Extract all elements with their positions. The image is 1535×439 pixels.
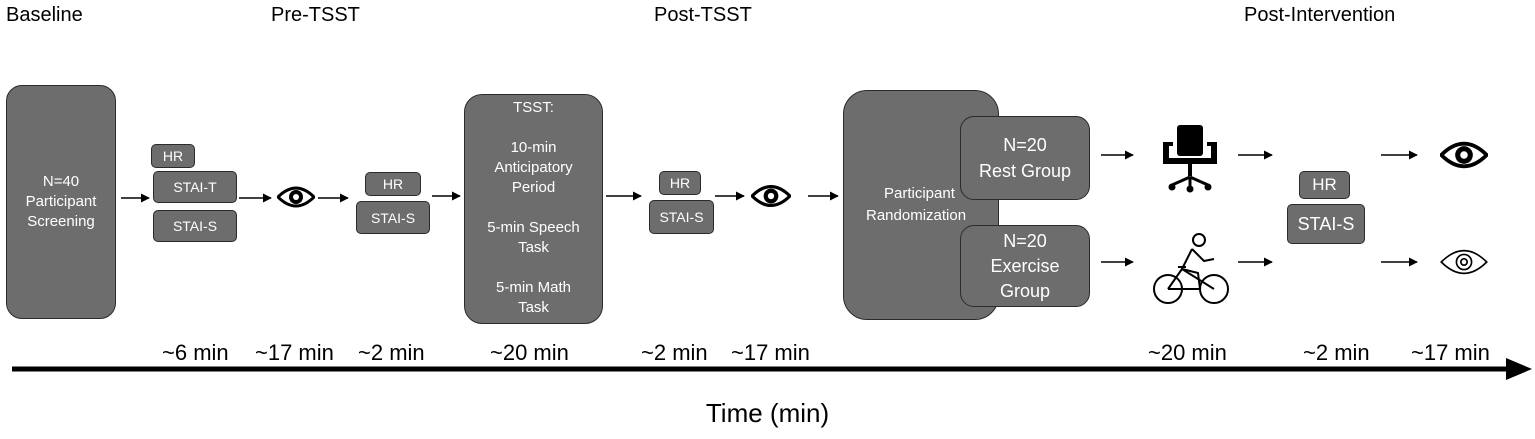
duration-label-8: ~2 min <box>1303 340 1370 365</box>
office-chair-icon <box>1163 125 1217 193</box>
tsst-anticipatory-line-3: Period <box>511 179 556 196</box>
hr-box-1: HR <box>151 144 195 168</box>
eye-icon <box>277 186 315 208</box>
duration-label-2: ~17 min <box>255 340 334 365</box>
randomization-line-1: Participant <box>884 185 955 202</box>
duration-label-6: ~17 min <box>731 340 810 365</box>
tsst-anticipatory-line-2: Anticipatory <box>494 159 573 176</box>
duration-label-3: ~2 min <box>358 340 425 365</box>
hr-box-3: HR <box>659 171 701 195</box>
duration-label-7: ~20 min <box>1148 340 1227 365</box>
eye-icon <box>1440 141 1488 169</box>
eye-icon <box>751 184 791 208</box>
randomization-line-2: Randomization <box>866 207 967 224</box>
duration-label-5: ~2 min <box>641 340 708 365</box>
rest-group-line-2: Rest Group <box>978 161 1072 181</box>
exercise-group-line-2: Exercise <box>990 255 1060 276</box>
eye-outline-icon <box>1440 249 1488 275</box>
stai-s-box-4: STAI-S <box>1287 204 1365 244</box>
hr-box-2: HR <box>365 172 421 196</box>
stai-s-box-3: STAI-S <box>649 200 714 234</box>
screening-line-3: Screening <box>27 213 95 230</box>
rest-group-box: N=20 Rest Group <box>960 116 1090 200</box>
duration-label-4: ~20 min <box>490 340 569 365</box>
phase-pre-tsst: Pre-TSST <box>271 4 360 26</box>
phase-baseline: Baseline <box>6 4 83 26</box>
screening-box: N=40 Participant Screening <box>6 85 116 319</box>
phase-post-tsst: Post-TSST <box>654 4 752 26</box>
screening-line-2: Participant <box>25 193 97 210</box>
tsst-heading: TSST: <box>513 99 554 116</box>
stai-t-box: STAI-T <box>153 171 237 203</box>
tsst-anticipatory-line-1: 10-min <box>510 139 557 156</box>
stai-s-box-2: STAI-S <box>356 201 430 234</box>
tsst-math-line-2: Task <box>518 299 549 316</box>
exercise-group-box: N=20 Exercise Group <box>960 225 1090 307</box>
exercise-group-line-3: Group <box>999 280 1051 301</box>
exercise-group-line-1: N=20 <box>1003 230 1047 251</box>
duration-label-1: ~6 min <box>162 340 229 365</box>
tsst-speech-line-2: Task <box>518 239 549 256</box>
hr-box-4: HR <box>1299 171 1350 199</box>
tsst-speech-line-1: 5-min Speech <box>487 219 580 236</box>
time-axis-title: Time (min) <box>705 398 830 428</box>
screening-line-1: N=40 <box>42 173 80 190</box>
time-axis-arrowhead <box>1506 358 1532 380</box>
tsst-math-line-1: 5-min Math <box>495 279 572 296</box>
stai-s-box-1: STAI-S <box>153 210 237 242</box>
phase-post-intervention: Post-Intervention <box>1244 4 1396 26</box>
duration-label-9: ~17 min <box>1411 340 1490 365</box>
rest-group-line-1: N=20 <box>1003 135 1047 155</box>
cyclist-icon <box>1153 233 1229 304</box>
tsst-box: TSST: 10-min Anticipatory Period 5-min S… <box>464 94 603 324</box>
